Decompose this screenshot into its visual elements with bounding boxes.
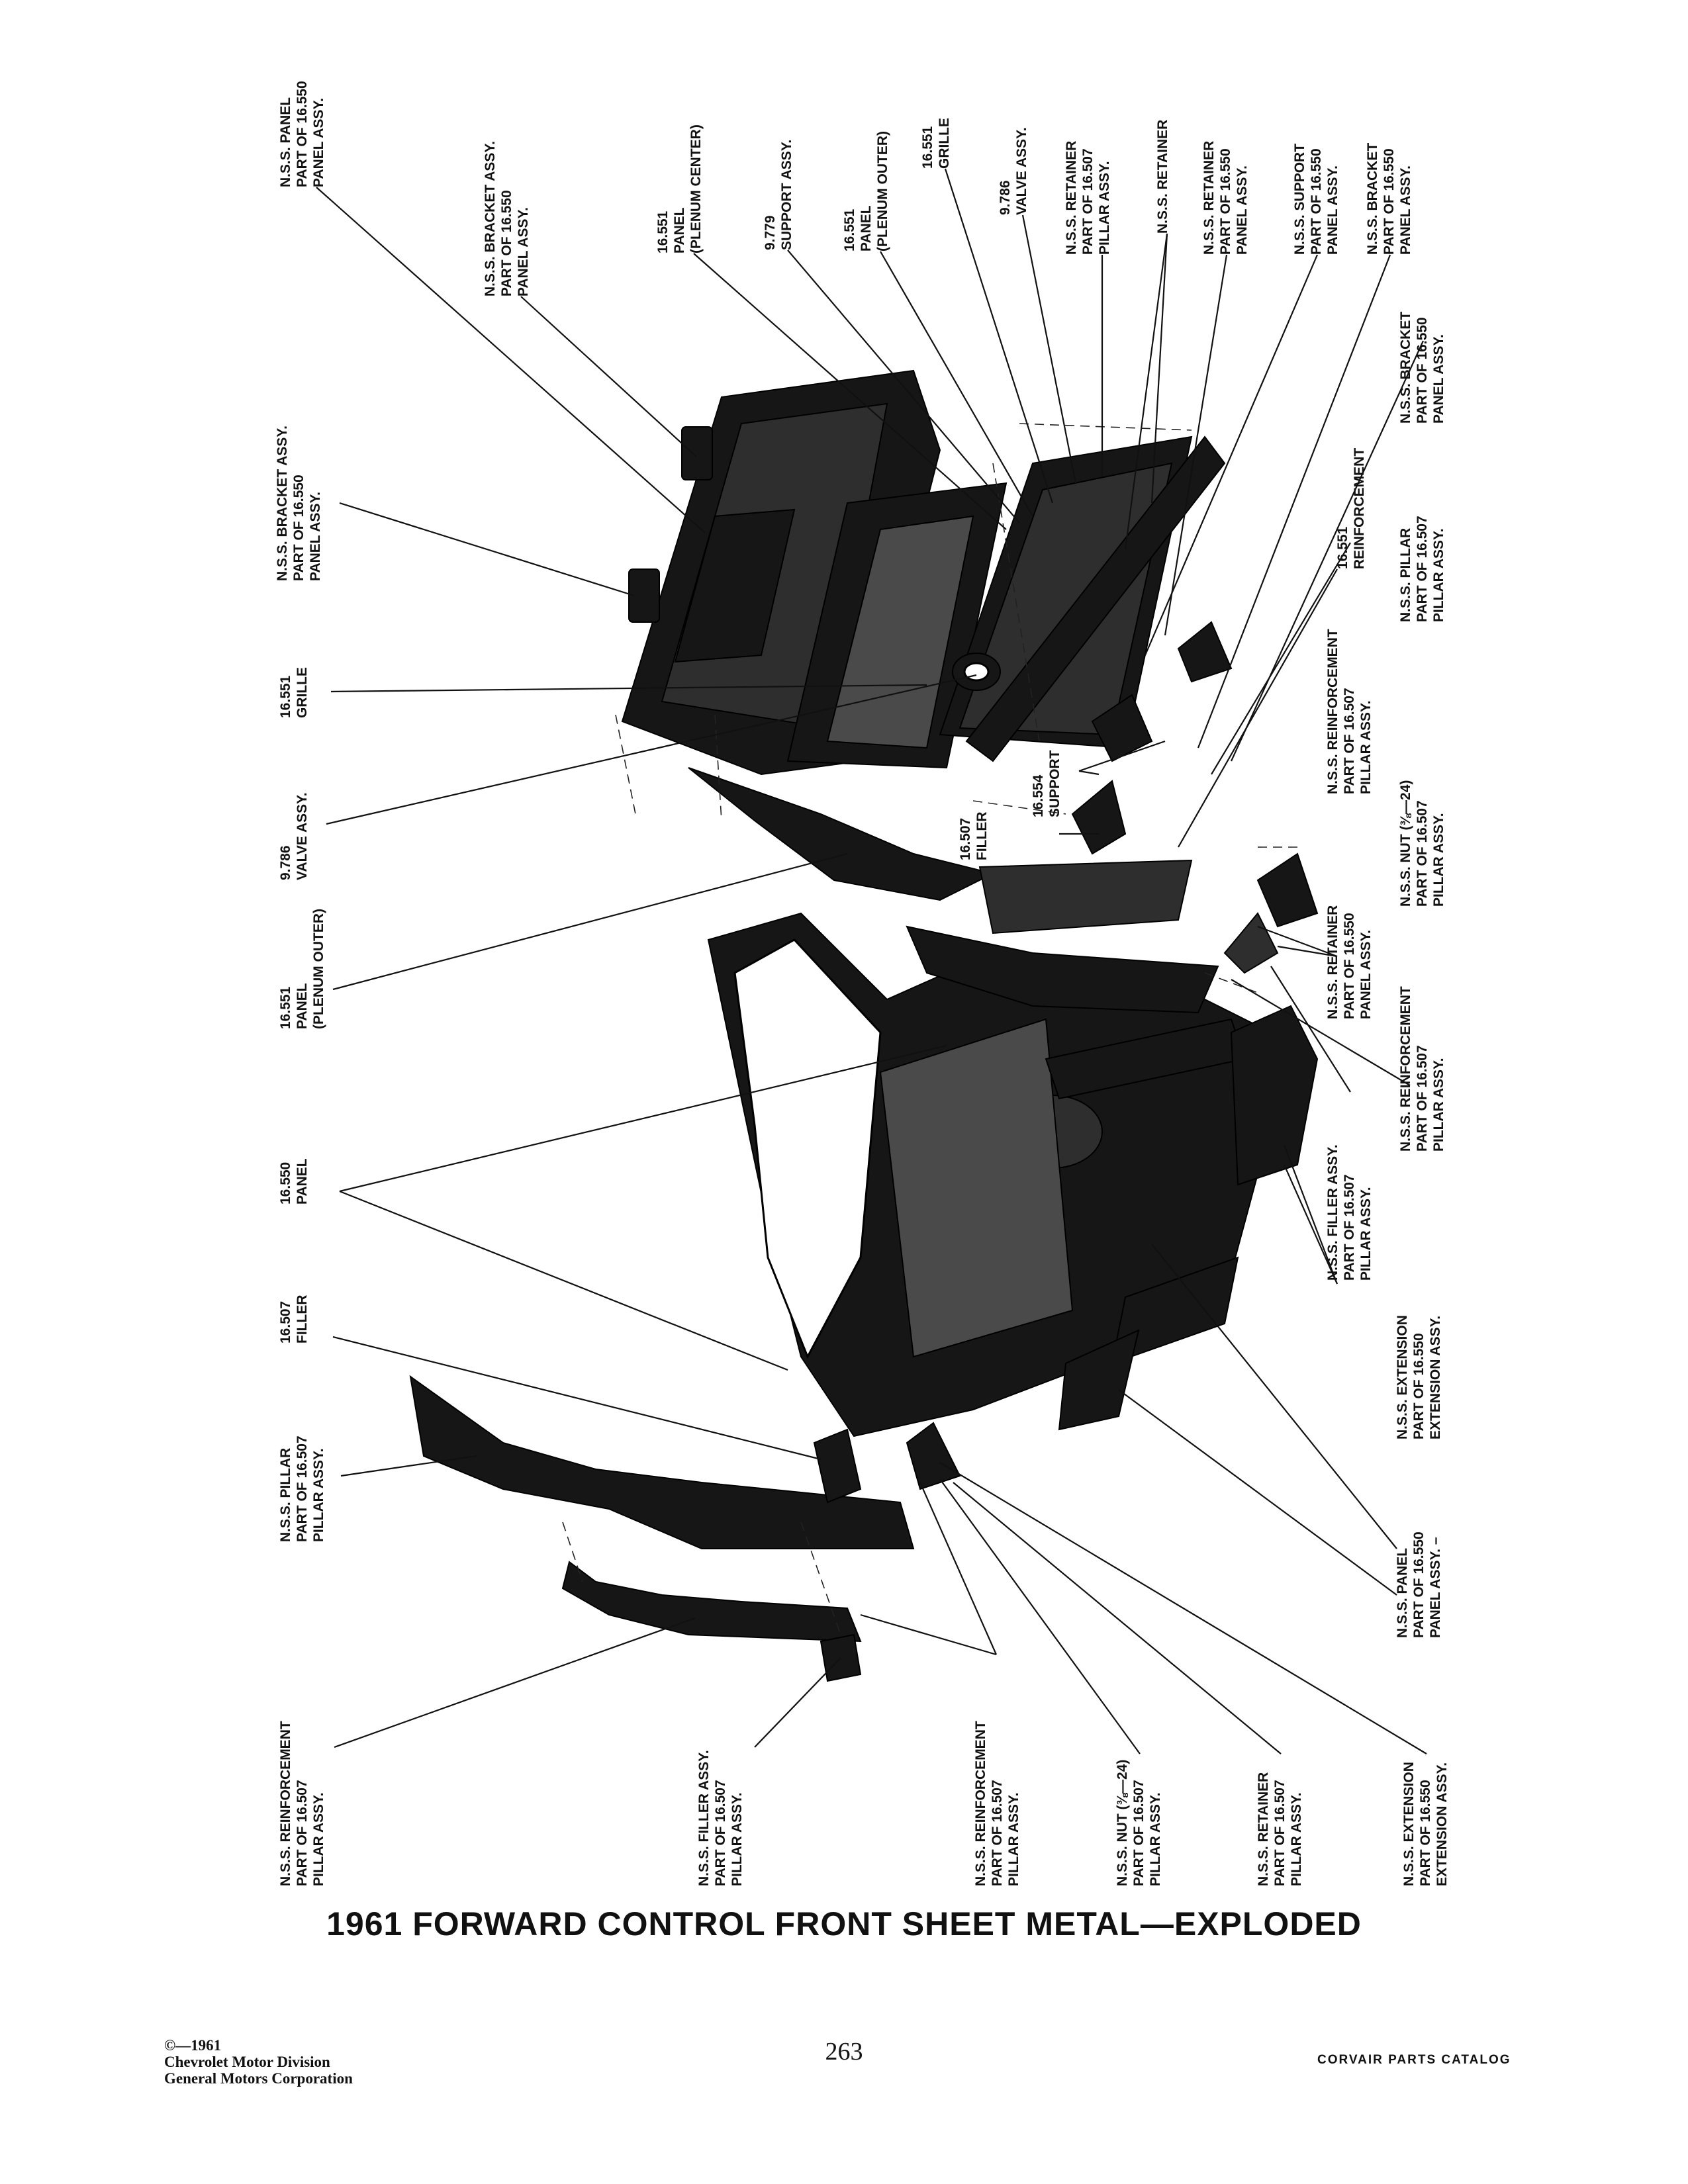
copyright-notice: ©—1961 Chevrolet Motor Division General … <box>164 2037 353 2087</box>
label-r3: N.S.S. PILLARPART OF 16.507PILLAR ASSY. <box>1398 516 1446 622</box>
publisher-line: Chevrolet Motor Division <box>164 2054 330 2070</box>
label-t3: 16.551PANEL(PLENUM CENTER) <box>655 124 704 253</box>
copyright-line: ©—1961 <box>164 2037 222 2054</box>
label-t2: N.S.S. BRACKET ASSY.PART OF 16.550PANEL … <box>483 141 531 296</box>
label-t8: N.S.S. RETAINERPART OF 16.507PILLAR ASSY… <box>1064 141 1112 255</box>
label-t1: N.S.S. PANELPART OF 16.550PANEL ASSY. <box>278 81 326 187</box>
label-l1: N.S.S. BRACKET ASSY.PART OF 16.550PANEL … <box>275 426 323 581</box>
label-b5: N.S.S. RETAINERPART OF 16.507PILLAR ASSY… <box>1256 1772 1304 1886</box>
label-b3: N.S.S. REINFORCEMENTPART OF 16.507PILLAR… <box>973 1721 1021 1886</box>
label-l5: 16.550PANEL <box>278 1158 310 1205</box>
label-b1: N.S.S. REINFORCEMENTPART OF 16.507PILLAR… <box>278 1721 326 1886</box>
upper-pillar-and-filler <box>688 767 1279 1014</box>
callout-labels: N.S.S. PANELPART OF 16.550PANEL ASSY. N.… <box>275 81 1450 1886</box>
label-t4: 9.779SUPPORT ASSY. <box>763 140 794 250</box>
plenum-center-grille <box>939 435 1226 762</box>
label-t9: N.S.S. RETAINER <box>1155 120 1170 234</box>
label-l2: 16.551GRILLE <box>278 667 310 718</box>
label-b6: N.S.S. EXTENSIONPART OF 16.550EXTENSION … <box>1401 1762 1450 1886</box>
label-r10: N.S.S. FILLER ASSY.PART OF 16.507PILLAR … <box>1325 1144 1374 1281</box>
valve-and-brackets <box>628 426 1001 691</box>
corporation-line: General Motors Corporation <box>164 2070 353 2087</box>
label-r11: N.S.S. EXTENSIONPART OF 16.550EXTENSION … <box>1395 1315 1443 1439</box>
page-number: 263 <box>825 2038 863 2066</box>
catalog-name: CORVAIR PARTS CATALOG <box>1317 2053 1511 2067</box>
label-b2: N.S.S. FILLER ASSY.PART OF 16.507PILLAR … <box>696 1750 745 1886</box>
label-t12: N.S.S. BRACKETPART OF 16.550PANEL ASSY. <box>1365 143 1413 255</box>
label-l6: 16.507FILLER <box>278 1295 310 1344</box>
label-r6: 16.507FILLER <box>958 812 990 861</box>
front-panel <box>707 912 1272 1437</box>
label-t5: 16.551PANEL(PLENUM OUTER) <box>842 131 890 251</box>
lower-pillar-and-reinforcement <box>409 1375 961 1682</box>
right-small-parts <box>1071 621 1319 928</box>
leader-lines <box>316 168 1427 1754</box>
label-r7: N.S.S. NUT (⅜—24)PART OF 16.507PILLAR AS… <box>1398 780 1446 907</box>
label-r8: N.S.S. RETAINERPART OF 16.550PANEL ASSY. <box>1325 905 1374 1019</box>
label-b4: N.S.S. NUT (⅜—24)PART OF 16.507PILLAR AS… <box>1115 1760 1163 1886</box>
label-r5: 16.554SUPPORT <box>1031 750 1062 817</box>
label-t11: N.S.S. SUPPORTPART OF 16.550PANEL ASSY. <box>1292 144 1340 255</box>
label-t7: 9.786VALVE ASSY. <box>998 127 1029 215</box>
extension-parts <box>1058 1005 1319 1431</box>
label-l7: N.S.S. PILLARPART OF 16.507PILLAR ASSY. <box>278 1435 326 1542</box>
label-r2: 16.551REINFORCEMENT <box>1335 448 1367 569</box>
assembly-dashed-lines <box>562 423 1297 1635</box>
label-r12: N.S.S. PANELPART OF 16.550PANEL ASSY. – <box>1395 1531 1443 1638</box>
label-r9: N.S.S. REINFORCEMENTPART OF 16.507PILLAR… <box>1398 986 1446 1152</box>
label-t10: N.S.S. RETAINERPART OF 16.550PANEL ASSY. <box>1201 141 1250 255</box>
label-l4: 16.551PANEL(PLENUM OUTER) <box>278 909 326 1029</box>
label-r4: N.S.S. REINFORCEMENTPART OF 16.507PILLAR… <box>1325 629 1374 794</box>
label-r1: N.S.S. BRACKETPART OF 16.550PANEL ASSY. <box>1398 312 1446 424</box>
label-t6: 16.551GRILLE <box>920 118 952 169</box>
label-l3: 9.786VALVE ASSY. <box>278 792 310 880</box>
page-title: 1961 FORWARD CONTROL FRONT SHEET METAL—E… <box>326 1905 1362 1942</box>
